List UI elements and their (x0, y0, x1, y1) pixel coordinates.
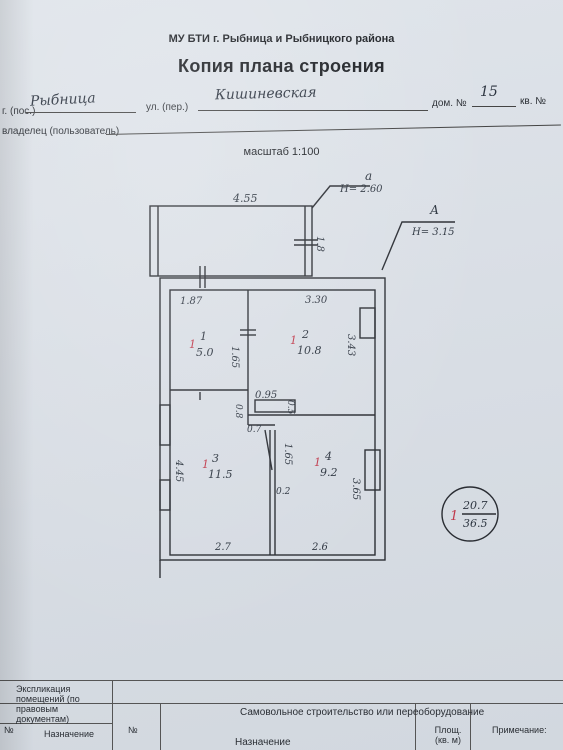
window-west-2 (159, 479, 171, 511)
room2-prefix: 1 (290, 334, 297, 347)
dim-corridor-b: 0.5 (285, 400, 295, 415)
dim-room1-height: 1.65 (229, 346, 240, 368)
right-column-area: Площ. (кв. м) (434, 725, 462, 745)
room1-number: 1 (200, 330, 207, 343)
main-height: Н= 3.15 (411, 227, 455, 238)
room4-prefix: 1 (314, 456, 321, 469)
left-column-name: Назначение (44, 729, 95, 739)
summary-prefix: 1 (450, 509, 458, 524)
explication-table: Экспликация помещений (по правовым докум… (0, 680, 563, 750)
house-underline (472, 106, 516, 107)
room1-area: 5.0 (196, 346, 214, 359)
summary-circle (441, 486, 499, 542)
dim-room4-height-a: 1.65 (282, 443, 293, 465)
room2-area: 10.8 (297, 344, 322, 357)
dim-annex-width: 4.55 (232, 192, 258, 205)
right-table-header: Самовольное строительство или переоборуд… (240, 707, 485, 718)
annex-letter: а (365, 169, 372, 183)
right-column-number: № (128, 725, 138, 735)
apartment-label: кв. № (520, 96, 546, 107)
dim-annex-depth: 1.8 (314, 236, 325, 252)
owner-label: владелец (пользователь) (2, 126, 120, 137)
annex-leader (311, 185, 370, 209)
house-label: дом. № (432, 98, 467, 109)
room1-prefix: 1 (189, 338, 196, 351)
window-east-1 (359, 307, 376, 339)
street-underline (198, 110, 428, 111)
dim-room3-height: 4.45 (173, 459, 184, 482)
dim-room2-height: 3.43 (345, 334, 356, 356)
summary-total-area: 36.5 (463, 517, 488, 530)
left-column-number: № (4, 725, 14, 735)
corridor-diagonal (264, 429, 273, 471)
scale-label: масштаб 1:100 (243, 146, 320, 158)
window-east-2 (364, 449, 381, 491)
organization-name: МУ БТИ г. Рыбница и Рыбницкого района (168, 33, 395, 45)
dim-room4-height-b: 3.65 (350, 478, 361, 500)
dim-room4-width: 2.6 (311, 542, 329, 553)
corridor-box (254, 399, 296, 413)
room3-prefix: 1 (202, 458, 209, 471)
room3-area: 11.5 (208, 468, 233, 481)
dim-room1-width: 1.87 (180, 296, 203, 307)
street-label: ул. (пер.) (146, 102, 189, 113)
document-title: Копия плана строения (178, 56, 385, 76)
room4-number: 4 (324, 450, 332, 463)
right-column-name: Назначение (235, 737, 291, 748)
dim-corridor-width: 0.95 (255, 390, 277, 401)
room4-area: 9.2 (320, 466, 338, 479)
window-west (159, 404, 171, 446)
main-letter: А (429, 203, 439, 217)
left-table-header: Экспликация помещений (по правовым докум… (16, 684, 80, 724)
house-value: 15 (480, 84, 498, 100)
annex-height: Н= 2.60 (339, 184, 383, 195)
outer-wall (159, 277, 386, 561)
room2-number: 2 (301, 328, 309, 341)
city-underline (26, 112, 136, 113)
main-leader (381, 221, 455, 271)
dim-room3-width: 2.7 (214, 542, 232, 553)
summary-living-area: 20.7 (462, 499, 488, 512)
dim-partition: 0.2 (276, 487, 291, 497)
annex-outline (149, 205, 313, 277)
dim-room2-width: 3.30 (305, 295, 328, 306)
floor-plan: 4.55 1.8 а Н= 2.60 А Н= 3.15 1.87 1.65 3… (149, 169, 499, 578)
room3-number: 3 (212, 452, 219, 465)
dim-corridor-a: 0.8 (233, 404, 243, 419)
city-label: г. (пос.) (2, 106, 36, 117)
right-column-note: Примечание: (492, 725, 547, 735)
dim-wall-a: 0.7 (247, 425, 262, 435)
